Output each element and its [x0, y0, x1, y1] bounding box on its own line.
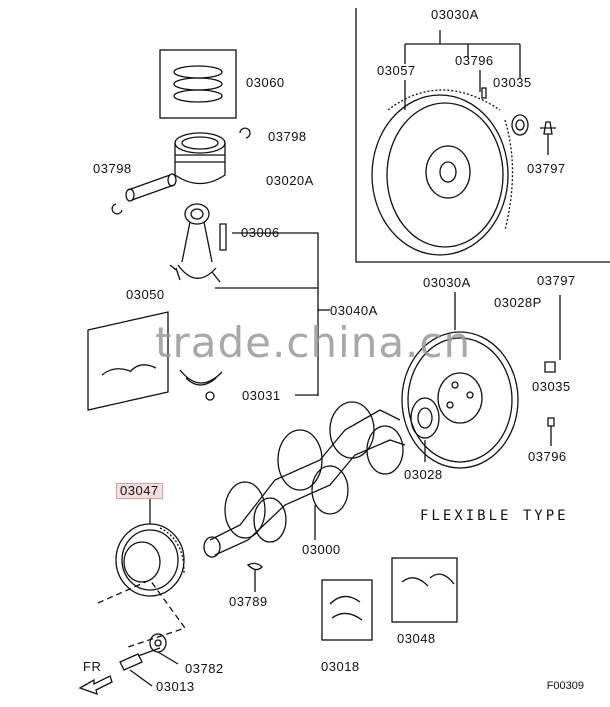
label-03030a-mid[interactable]: 03030A — [423, 275, 471, 290]
ring-icon — [511, 114, 529, 136]
label-03796-top[interactable]: 03796 — [455, 53, 494, 68]
label-03047-highlighted[interactable]: 03047 — [116, 483, 163, 499]
label-03797-top[interactable]: 03797 — [527, 161, 566, 176]
label-03028[interactable]: 03028 — [404, 467, 443, 482]
label-03013[interactable]: 03013 — [156, 679, 195, 694]
pin-icon — [547, 417, 555, 427]
piston-icon — [174, 132, 226, 185]
flexible-type-note: FLEXIBLE TYPE — [420, 508, 569, 524]
label-03035-top[interactable]: 03035 — [493, 75, 532, 90]
bearing-box-left — [87, 311, 169, 411]
thrust-bearing-box-left — [321, 579, 373, 641]
label-03060[interactable]: 03060 — [246, 75, 285, 90]
label-03048[interactable]: 03048 — [397, 631, 436, 646]
label-03796-mid[interactable]: 03796 — [528, 449, 567, 464]
thrust-washer-box — [391, 557, 458, 623]
rod-bolt-icon — [219, 223, 227, 251]
label-03782[interactable]: 03782 — [185, 661, 224, 676]
connecting-rod-icon — [169, 203, 221, 283]
label-03018[interactable]: 03018 — [321, 659, 360, 674]
flexible-flywheel-icon — [401, 331, 519, 469]
piston-ring-box — [159, 49, 237, 119]
label-03000[interactable]: 03000 — [302, 542, 341, 557]
diagram-code: F00309 — [546, 680, 584, 692]
label-03020a[interactable]: 03020A — [266, 173, 314, 188]
label-03031[interactable]: 03031 — [242, 388, 281, 403]
label-03050[interactable]: 03050 — [126, 287, 165, 302]
crankshaft-icon — [203, 401, 406, 558]
label-03006[interactable]: 03006 — [241, 225, 280, 240]
snap-ring-icon — [239, 127, 251, 139]
label-03057[interactable]: 03057 — [377, 63, 416, 78]
label-03798-left[interactable]: 03798 — [93, 161, 132, 176]
front-direction-label: FR — [83, 659, 102, 674]
label-03797-mid[interactable]: 03797 — [537, 273, 576, 288]
flywheel-icon — [371, 89, 514, 256]
key-icon — [246, 562, 263, 571]
damper-pulley-icon — [115, 523, 185, 597]
label-03035-mid[interactable]: 03035 — [532, 379, 571, 394]
front-arrow-icon — [78, 675, 113, 696]
bolt-icon — [540, 121, 556, 135]
flywheel-frame — [355, 8, 610, 263]
label-03040a[interactable]: 03040A — [330, 303, 378, 318]
label-03030a-top[interactable]: 03030A — [431, 7, 479, 22]
adapter-plate-icon — [410, 397, 440, 439]
watermark: trade.china.cn — [155, 318, 472, 367]
label-03798-right[interactable]: 03798 — [268, 129, 307, 144]
label-03028p[interactable]: 03028P — [494, 295, 542, 310]
piston-pin-icon — [125, 173, 177, 202]
snap-ring-icon — [111, 203, 123, 215]
label-03789[interactable]: 03789 — [229, 594, 268, 609]
pin-icon — [481, 87, 487, 99]
bolt-icon — [544, 361, 556, 373]
rod-bearing-icon — [179, 369, 223, 401]
